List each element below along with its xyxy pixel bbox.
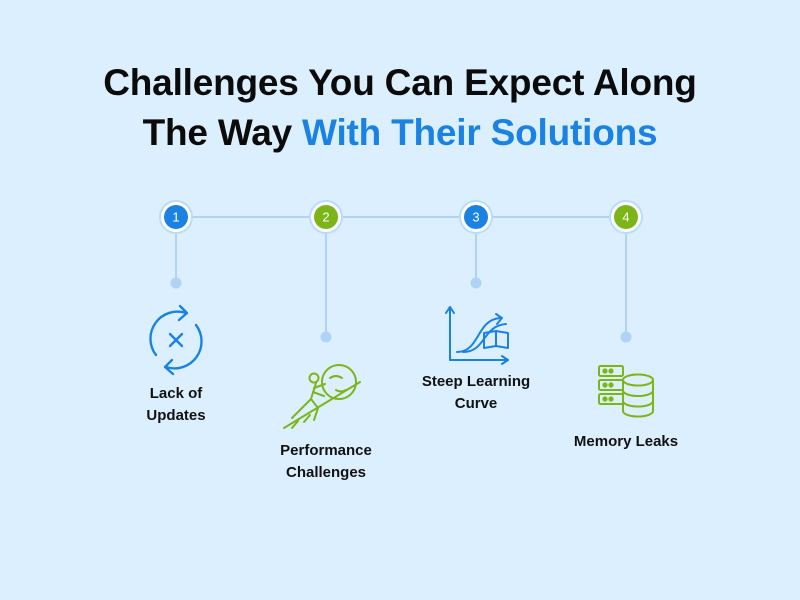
step-label-1-line-1: Lack of — [149, 385, 203, 402]
connector-dot-1 — [170, 277, 182, 289]
connector-dot-4 — [620, 331, 632, 343]
page-title: Challenges You Can Expect Along The Way … — [0, 58, 800, 158]
title-line-1: Challenges You Can Expect Along — [103, 62, 697, 103]
step-number-3: 3 — [472, 210, 479, 225]
step-label-3-line-2: Curve — [454, 395, 498, 412]
step-badge-4: 4 — [609, 200, 643, 234]
step-badge-2: 2 — [309, 200, 343, 234]
push-boulder-icon — [283, 364, 361, 429]
step-badge-3: 3 — [459, 200, 493, 234]
step-number-2: 2 — [322, 210, 329, 225]
step-label-2-line-2: Challenges — [285, 464, 367, 481]
step-number-4: 4 — [622, 210, 629, 225]
sync-error-icon — [149, 304, 203, 376]
connector-dot-3 — [470, 277, 482, 289]
step-label-4: Memory Leaks — [546, 431, 706, 453]
learning-curve-icon — [445, 306, 509, 365]
step-label-3: Steep Learning Curve — [396, 371, 556, 415]
step-badge-1: 1 — [159, 200, 193, 234]
step-label-2-line-1: Performance — [280, 442, 372, 459]
step-label-4-line-1: Memory Leaks — [573, 433, 679, 450]
title-line-2-plain: The Way — [142, 112, 303, 153]
step-label-3-line-1: Steep Learning — [421, 373, 531, 390]
step-label-2: Performance Challenges — [246, 440, 406, 484]
step-number-1: 1 — [172, 210, 179, 225]
connector-dot-2 — [320, 331, 332, 343]
step-label-1-line-2: Updates — [146, 407, 206, 424]
database-server-icon — [598, 365, 654, 418]
title-line-2-accent: With Their Solutions — [302, 112, 658, 153]
step-label-1: Lack of Updates — [96, 383, 256, 427]
